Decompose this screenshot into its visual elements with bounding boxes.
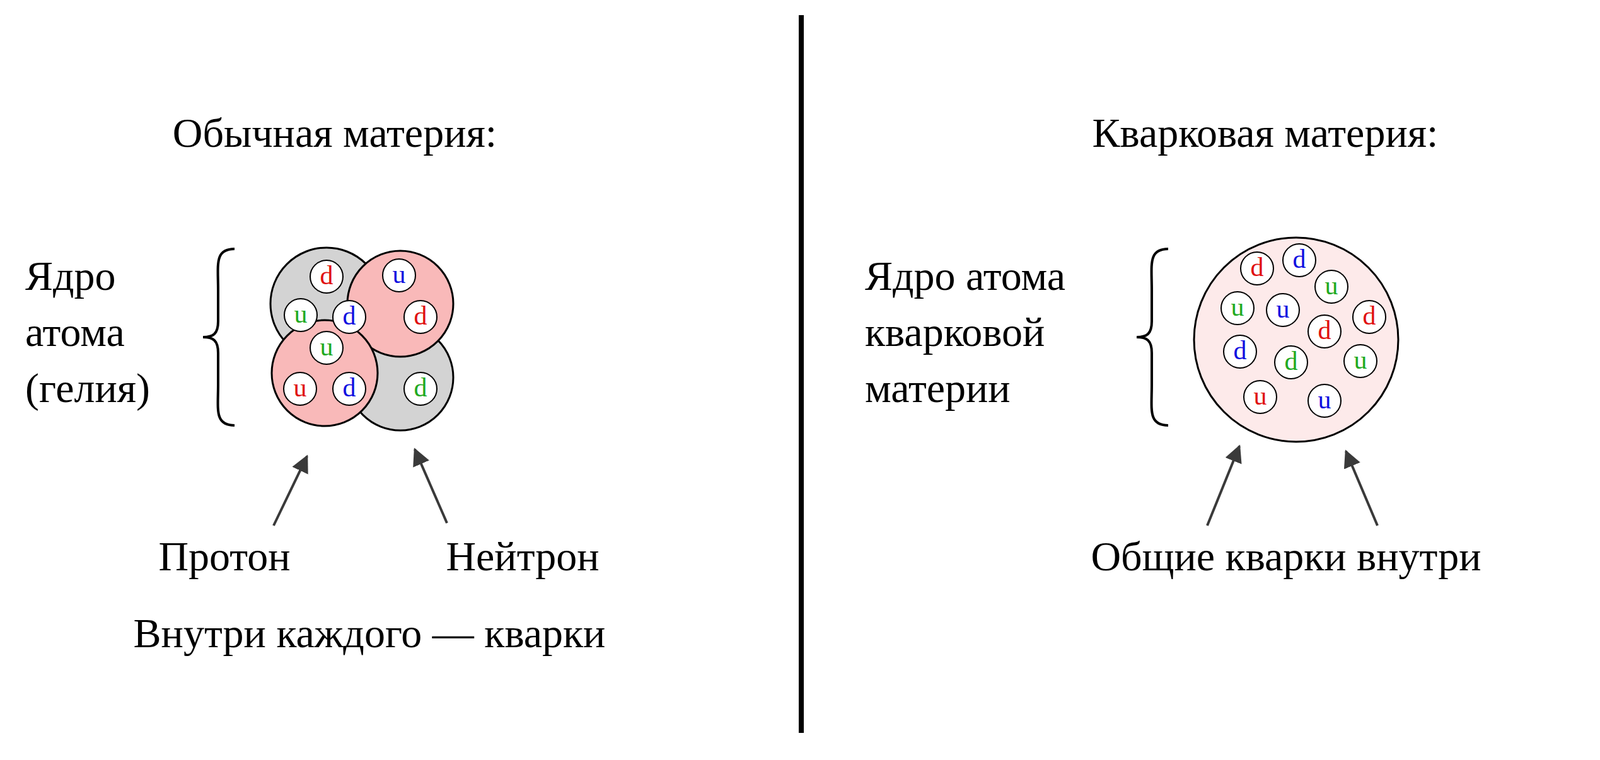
- quark-circle: d: [309, 259, 344, 294]
- callout-label: Нейтрон: [445, 528, 599, 585]
- quark-circle: d: [1223, 334, 1258, 369]
- note-label: Внутри каждого — кварки: [133, 605, 606, 662]
- quark-circle: u: [1220, 291, 1255, 326]
- quark-letter: d: [1233, 337, 1247, 364]
- leader-arrow: [414, 449, 447, 524]
- quark-letter: d: [1318, 317, 1332, 344]
- quark-letter: u: [320, 333, 334, 360]
- divider-line: [798, 15, 804, 734]
- quark-circle: u: [1343, 344, 1378, 379]
- quark-circle: d: [332, 300, 367, 335]
- quark-circle: u: [1307, 383, 1342, 418]
- quark-letter: u: [1318, 386, 1332, 413]
- quark-letter: d: [1250, 254, 1264, 281]
- quark-letter: u: [1325, 272, 1339, 299]
- quark-circle: u: [309, 330, 344, 366]
- quark-letter: u: [1231, 293, 1245, 321]
- brace: [202, 249, 235, 426]
- section-heading: Обычная материя:: [172, 104, 497, 161]
- quark-letter: d: [414, 374, 428, 401]
- nucleus-label: Ядро атома кварковой материи: [864, 247, 1137, 417]
- callout-label: Общие кварки внутри: [1090, 528, 1481, 585]
- quark-circle: d: [1307, 314, 1342, 349]
- quark-letter: u: [1276, 295, 1290, 323]
- quark-letter: d: [342, 302, 357, 330]
- leader-arrow: [1345, 451, 1378, 526]
- quark-circle: d: [1240, 251, 1275, 286]
- brace: [1136, 249, 1169, 426]
- quark-circle: d: [1274, 345, 1309, 380]
- quark-letter: d: [1362, 302, 1377, 330]
- quark-circle: d: [403, 300, 438, 335]
- quark-letter: d: [1284, 347, 1299, 375]
- quark-letter: d: [414, 302, 428, 330]
- quark-letter: u: [294, 300, 308, 328]
- quark-circle: d: [1352, 300, 1387, 335]
- quark-nucleus-circle: [1194, 237, 1399, 442]
- quark-circle: u: [1243, 380, 1278, 415]
- quark-letter: d: [342, 374, 357, 401]
- leader-arrow: [273, 456, 308, 526]
- quark-circle: u: [382, 258, 417, 293]
- callout-label: Протон: [158, 528, 290, 585]
- quark-circle: u: [1314, 269, 1349, 304]
- quark-circle: u: [283, 371, 318, 406]
- quark-letter: u: [1354, 346, 1368, 374]
- quark-letter: u: [293, 374, 308, 401]
- quark-letter: u: [392, 260, 406, 288]
- leader-arrow: [1207, 446, 1240, 526]
- nucleus-label: Ядро атома (гелия): [25, 247, 151, 417]
- quark-circle: d: [1282, 243, 1317, 278]
- quark-letter: d: [1292, 245, 1307, 273]
- quark-circle: d: [403, 371, 438, 406]
- quark-circle: d: [332, 371, 367, 406]
- quark-circle: u: [283, 298, 318, 333]
- proton-circle: [271, 320, 378, 427]
- quark-circle: u: [1265, 293, 1300, 328]
- quark-letter: u: [1253, 382, 1268, 410]
- quark-letter: d: [320, 262, 334, 289]
- section-heading: Кварковая материя:: [1092, 104, 1439, 161]
